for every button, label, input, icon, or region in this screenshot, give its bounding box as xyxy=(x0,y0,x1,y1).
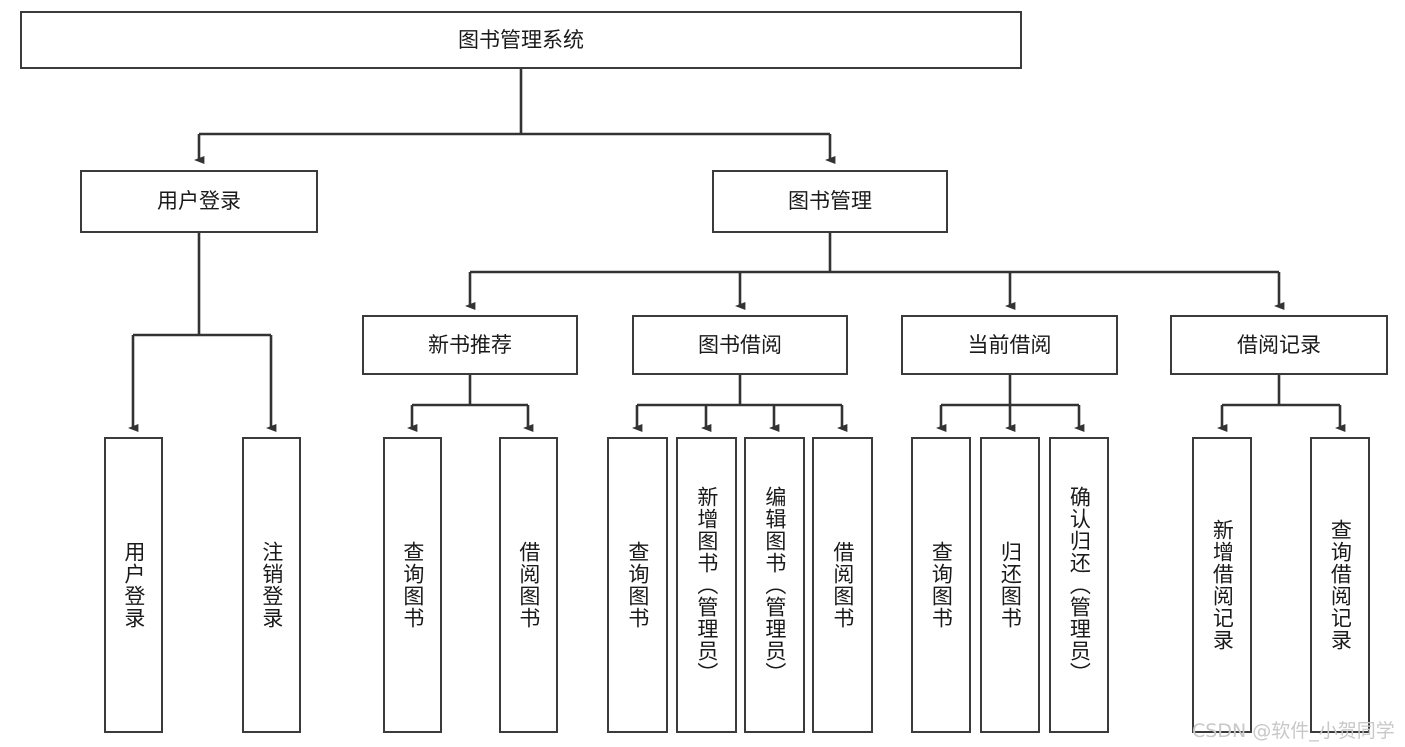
leaf-query-book-recommend[interactable]: 查询图书 xyxy=(383,437,442,733)
node-label: 用户登录 xyxy=(157,189,241,214)
node-new-book-recommend[interactable]: 新书推荐 xyxy=(362,315,578,375)
leaf-edit-book-admin[interactable]: 编辑图书（管理员） xyxy=(744,437,805,733)
node-label: 当前借阅 xyxy=(967,332,1052,357)
node-label: 查询图书 xyxy=(625,541,650,629)
node-label: 新增图书（管理员） xyxy=(694,486,719,684)
node-label: 图书借阅 xyxy=(698,332,782,357)
node-current-borrow[interactable]: 当前借阅 xyxy=(901,315,1118,375)
node-label: 注销登录 xyxy=(259,541,284,629)
node-label: 借阅图书 xyxy=(516,541,541,629)
leaf-user-login[interactable]: 用户登录 xyxy=(104,437,163,733)
node-label: 新书推荐 xyxy=(428,332,512,357)
leaf-confirm-return-admin[interactable]: 确认归还（管理员） xyxy=(1049,437,1109,733)
node-label: 图书管理 xyxy=(788,189,872,214)
node-label: 查询图书 xyxy=(400,541,425,629)
leaf-borrow-book[interactable]: 借阅图书 xyxy=(812,437,873,733)
leaf-query-book-current[interactable]: 查询图书 xyxy=(911,437,971,733)
leaf-query-book-borrow[interactable]: 查询图书 xyxy=(607,437,668,733)
node-label: 编辑图书（管理员） xyxy=(762,486,787,684)
node-label: 新增借阅记录 xyxy=(1210,519,1235,651)
leaf-borrow-book-recommend[interactable]: 借阅图书 xyxy=(499,437,558,733)
leaf-add-borrow-record[interactable]: 新增借阅记录 xyxy=(1192,437,1252,733)
leaf-logout-login[interactable]: 注销登录 xyxy=(242,437,301,733)
node-borrow-record[interactable]: 借阅记录 xyxy=(1170,315,1388,375)
node-label: 图书管理系统 xyxy=(458,27,584,52)
leaf-return-book[interactable]: 归还图书 xyxy=(980,437,1040,733)
node-label: 查询借阅记录 xyxy=(1328,519,1353,651)
node-label: 查询图书 xyxy=(929,541,954,629)
node-book-borrow[interactable]: 图书借阅 xyxy=(632,315,848,375)
csdn-watermark: CSDN @软件_小贺同学 xyxy=(1192,720,1395,742)
node-user-login[interactable]: 用户登录 xyxy=(80,170,318,233)
node-label: 用户登录 xyxy=(121,541,146,629)
node-root-book-management-system[interactable]: 图书管理系统 xyxy=(20,11,1022,69)
node-label: 归还图书 xyxy=(998,541,1023,629)
leaf-query-borrow-record[interactable]: 查询借阅记录 xyxy=(1310,437,1370,733)
leaf-add-book-admin[interactable]: 新增图书（管理员） xyxy=(676,437,737,733)
node-label: 确认归还（管理员） xyxy=(1067,486,1092,684)
node-book-management[interactable]: 图书管理 xyxy=(712,170,948,233)
node-label: 借阅记录 xyxy=(1237,332,1321,357)
node-label: 借阅图书 xyxy=(830,541,855,629)
